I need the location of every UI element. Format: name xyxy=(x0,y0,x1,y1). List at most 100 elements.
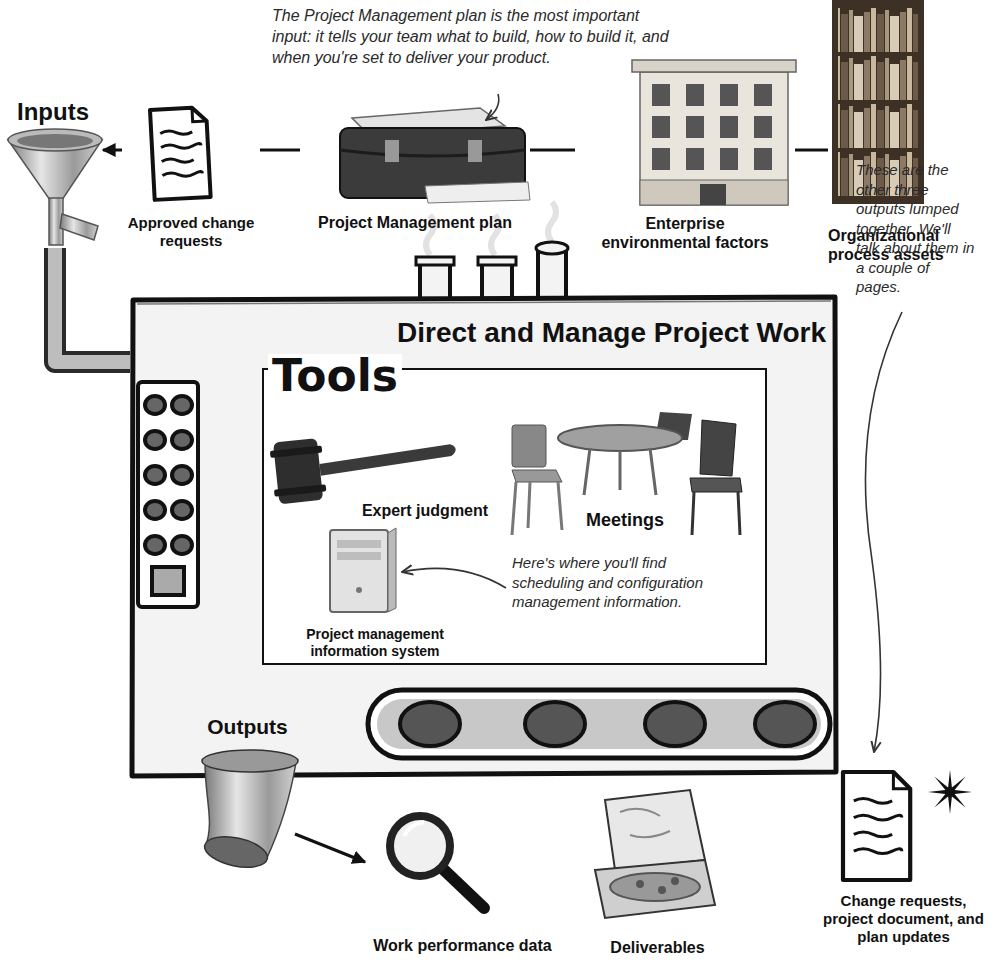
input-document: Approved change requests xyxy=(122,104,260,250)
meeting-table-icon xyxy=(584,448,590,495)
conveyor-belt xyxy=(377,699,821,749)
bookshelf-icon xyxy=(838,56,918,100)
bookshelf-icon xyxy=(838,104,918,148)
funnel-icon xyxy=(17,134,93,148)
input-funnel: Inputs xyxy=(3,98,103,248)
output-caption: Work performance data xyxy=(373,936,551,955)
control-panel xyxy=(145,536,165,554)
flow-arrow xyxy=(530,149,575,152)
magnifier-icon xyxy=(404,822,424,836)
document-icon xyxy=(150,107,211,200)
process-machine: Direct and Manage Project WorkToolsExper… xyxy=(130,296,836,775)
briefcase-icon xyxy=(385,140,399,162)
computer-icon xyxy=(337,540,381,548)
note-box: Here's where you'll find scheduling and … xyxy=(512,553,727,612)
input-building: Enterprise environmental factors xyxy=(575,55,795,252)
conveyor-belt xyxy=(368,690,830,758)
control-panel xyxy=(145,431,165,449)
output-caption: Change requests, project document, and p… xyxy=(821,892,986,946)
building-icon xyxy=(632,60,796,72)
document-icon xyxy=(160,129,202,177)
building-icon xyxy=(640,72,788,205)
output-document: Change requests, project document, and p… xyxy=(815,760,992,946)
flow-arrow xyxy=(795,149,828,152)
input-caption: Enterprise environmental factors xyxy=(589,214,781,252)
flow-arrow xyxy=(295,834,365,862)
conveyor-belt xyxy=(525,702,585,746)
leader-arrow xyxy=(865,312,902,752)
pizza-box-icon xyxy=(595,790,715,918)
briefcase-icon xyxy=(468,140,482,162)
conveyor-belt xyxy=(645,702,705,746)
output-pipe-icon xyxy=(202,750,298,872)
building-icon xyxy=(720,84,738,106)
briefcase-icon xyxy=(425,182,530,203)
briefcase-icon xyxy=(340,150,525,156)
meeting-table-icon xyxy=(558,482,562,530)
conveyor-belt xyxy=(400,702,460,746)
document-icon xyxy=(843,772,910,880)
building-icon xyxy=(652,116,670,138)
output-caption: Deliverables xyxy=(610,938,704,957)
meeting-table-icon xyxy=(558,425,682,451)
machine-body xyxy=(478,257,516,265)
gavel-icon xyxy=(269,424,459,505)
control-panel xyxy=(145,396,165,414)
machine-body xyxy=(132,297,836,776)
pipe-connector xyxy=(55,248,130,362)
meeting-table-icon xyxy=(619,451,622,490)
input-heading: Inputs xyxy=(17,98,89,127)
meeting-table-icon xyxy=(692,492,694,535)
magnifier-icon xyxy=(390,816,484,908)
conveyor-belt xyxy=(755,702,815,746)
control-panel xyxy=(145,501,165,519)
meeting-table-icon xyxy=(690,478,742,492)
meeting-table-icon xyxy=(528,482,530,528)
meeting-table-icon xyxy=(650,448,656,495)
funnel-icon xyxy=(60,214,98,240)
meeting-table-icon xyxy=(738,492,740,535)
handwritten-note: Here's where you'll find scheduling and … xyxy=(512,553,727,612)
building-icon xyxy=(720,148,738,170)
starburst xyxy=(928,770,972,814)
output-item: Work performance data xyxy=(365,805,560,955)
control-panel xyxy=(172,431,192,449)
building-icon xyxy=(652,148,670,170)
bookshelf-icon xyxy=(838,8,918,52)
pizza-box-icon xyxy=(595,860,715,918)
computer-icon xyxy=(330,530,388,612)
output-funnel: Outputs xyxy=(200,714,295,874)
machine-body xyxy=(416,257,454,265)
handwritten-note: These are the other three outputs lumped… xyxy=(856,160,976,297)
machine-body xyxy=(548,202,556,242)
machine-body xyxy=(132,202,836,776)
flow-arrow xyxy=(260,149,300,152)
briefcase-icon xyxy=(340,108,530,203)
meeting-table-icon xyxy=(700,420,736,476)
control-panel xyxy=(152,567,184,595)
building-icon xyxy=(652,84,670,106)
input-briefcase: Project Management plan xyxy=(300,108,530,232)
building-icon xyxy=(754,148,772,170)
control-panel xyxy=(138,382,198,607)
building-icon xyxy=(720,116,738,138)
document-icon xyxy=(893,772,910,789)
control-panel xyxy=(138,382,198,607)
funnel-icon xyxy=(8,129,102,245)
tools-panel-ground xyxy=(262,368,767,665)
building-icon xyxy=(754,84,772,106)
tools-panel: ToolsExpert judgmentMeetingsProject mana… xyxy=(262,368,767,665)
control-panel xyxy=(172,501,192,519)
tool-caption: Meetings xyxy=(586,510,664,532)
computer-icon xyxy=(388,528,396,612)
pizza-box-icon xyxy=(610,873,700,901)
pizza-box-icon xyxy=(605,790,705,870)
document-icon xyxy=(192,107,207,122)
control-panel xyxy=(172,466,192,484)
output-heading: Outputs xyxy=(207,714,287,739)
machine-body xyxy=(137,301,831,304)
tool-item: Expert judgment xyxy=(335,432,515,520)
control-panel xyxy=(145,466,165,484)
